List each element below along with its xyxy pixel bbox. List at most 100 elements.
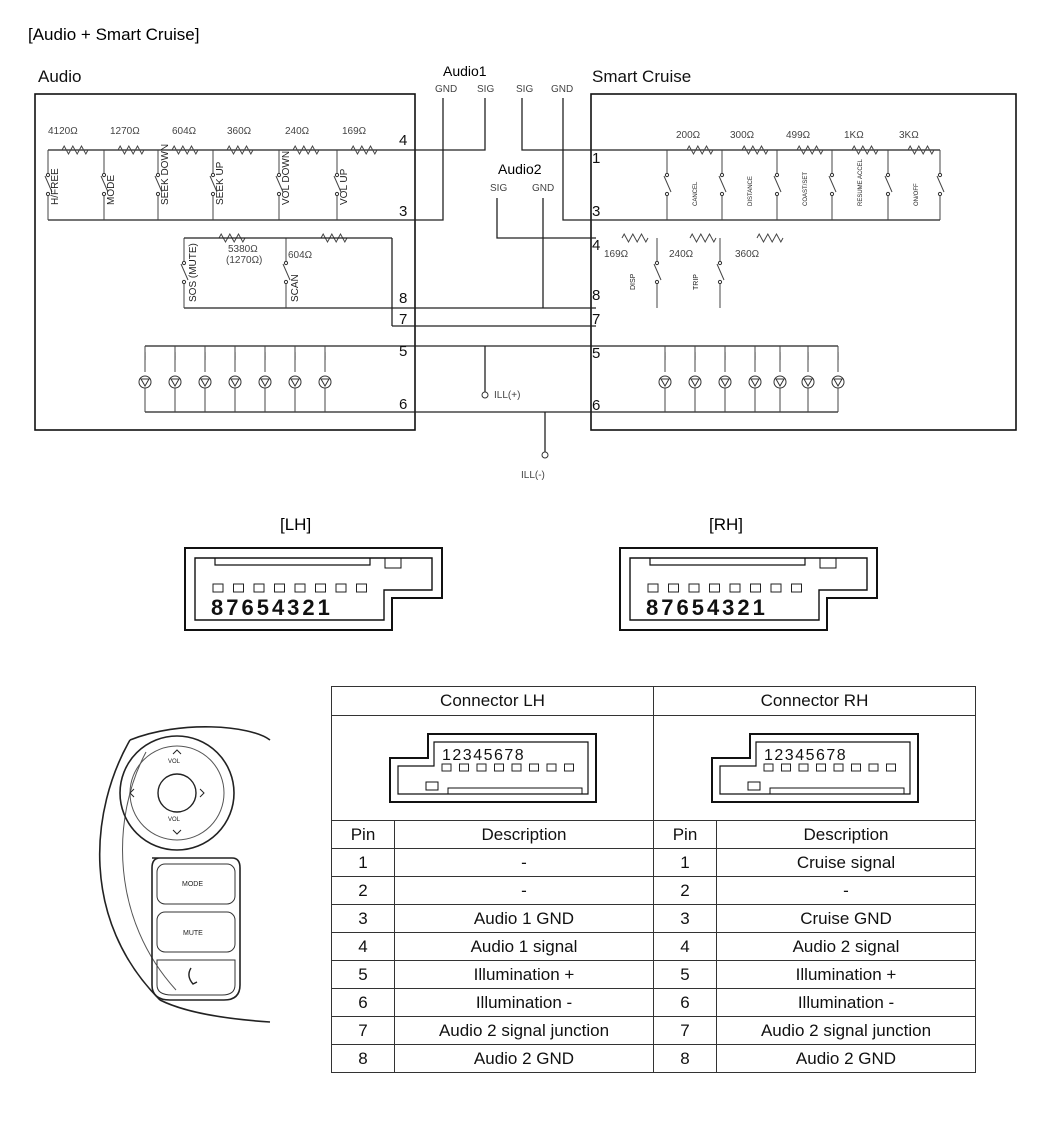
lh-connector-diagram-cell: 12345678 — [331, 715, 654, 821]
sc-sig-label: SIG — [516, 84, 533, 95]
smart-cruise-box-title: Smart Cruise — [592, 67, 691, 86]
pin-number: 5 — [399, 343, 407, 360]
resistor-icon — [350, 144, 378, 156]
switch-label: CANCEL — [693, 181, 699, 206]
rh-desc: Illumination + — [716, 960, 976, 989]
mode-button[interactable] — [156, 863, 236, 905]
audio2-sig-wire — [496, 198, 596, 239]
chevron-down-icon[interactable] — [172, 829, 182, 835]
sc-sig-wire — [521, 98, 596, 151]
pin-cavity — [274, 583, 285, 593]
resistor-value: 360Ω — [227, 126, 252, 137]
switch-label: SOS (MUTE) — [188, 243, 199, 302]
lh-pin: 4 — [331, 932, 395, 961]
lh-connector-label: [LH] — [280, 515, 311, 534]
audio-box-title: Audio — [38, 67, 81, 86]
pin-cavity — [647, 583, 659, 593]
resistor-icon — [907, 144, 935, 156]
lh-connector: 87654321 — [184, 547, 443, 631]
pin-cavity — [493, 763, 504, 772]
pin-cavity — [528, 763, 539, 772]
pin-cavity — [750, 583, 761, 593]
pin-cavity — [458, 763, 469, 772]
rh-pin: 7 — [653, 1016, 717, 1045]
resistor-icon — [61, 144, 89, 156]
switch-label: SEEK DOWN — [160, 144, 171, 205]
switch-label: RESUME ACCEL — [858, 158, 864, 206]
resistor-value: 240Ω — [669, 249, 694, 260]
lh-desc: - — [394, 848, 654, 877]
audio1-sig-wire — [410, 98, 486, 151]
rh-desc: Cruise signal — [716, 848, 976, 877]
lh-connector-small: 12345678 — [388, 733, 597, 803]
pin-cavity — [511, 763, 521, 772]
switch-label: VOL UP — [339, 168, 350, 205]
lh-pin: 6 — [331, 988, 395, 1017]
resistor-icon — [226, 144, 254, 156]
pin-cavity — [791, 583, 802, 593]
pin-cavity — [563, 763, 574, 772]
pin-cavity — [546, 763, 556, 772]
pin-cavity — [763, 763, 773, 772]
col-header-pin-lh: Pin — [331, 820, 395, 849]
pin-cavity — [780, 763, 791, 772]
audio2-label: Audio2 — [498, 161, 542, 177]
resistor-value: 1270Ω — [110, 126, 140, 137]
resistor-value: 604Ω — [288, 250, 313, 261]
resistor-value: 169Ω — [604, 249, 629, 260]
sc-gnd-label: GND — [551, 84, 573, 95]
resistor-value: 240Ω — [285, 126, 310, 137]
phone-icon — [188, 967, 198, 985]
rh-desc: Cruise GND — [716, 904, 976, 933]
audio1-gnd-wire — [410, 98, 444, 221]
resistor-value: 169Ω — [342, 126, 367, 137]
resistor-icon — [689, 232, 717, 244]
pin-cavity — [815, 763, 826, 772]
lh-desc: Audio 1 GND — [394, 904, 654, 933]
pin-cavity — [212, 583, 224, 593]
col-header-desc-rh: Description — [716, 820, 976, 849]
wiring-schematic: [Audio + Smart Cruise] Audio Smart Cruis… — [28, 25, 1017, 481]
table-row: 2-2- — [331, 876, 976, 905]
chevron-left-icon[interactable] — [129, 788, 135, 798]
rh-desc: Illumination - — [716, 988, 976, 1017]
col-header-desc-lh: Description — [394, 820, 654, 849]
mute-button[interactable] — [156, 911, 236, 953]
chevron-up-icon[interactable] — [172, 749, 182, 755]
rh-pin: 3 — [653, 904, 717, 933]
lh-small-pins: 12345678 — [442, 747, 525, 764]
rh-small-pins: 12345678 — [764, 747, 847, 764]
resistor-value: 499Ω — [786, 130, 811, 141]
lh-pin: 7 — [331, 1016, 395, 1045]
rh-pin: 6 — [653, 988, 717, 1017]
lh-desc: - — [394, 876, 654, 905]
pin-number: 6 — [592, 397, 600, 414]
pin-number: 4 — [592, 237, 600, 254]
resistor-value: 604Ω — [172, 126, 197, 137]
chevron-right-icon[interactable] — [199, 788, 205, 798]
pin-number: 8 — [399, 290, 407, 307]
pin-number: 4 — [399, 132, 407, 149]
pin-cavity — [315, 583, 326, 593]
resistor-value: 3KΩ — [899, 130, 919, 141]
audio2-sig-label: SIG — [490, 183, 507, 194]
phone-button[interactable] — [156, 959, 236, 996]
header-connector-rh: Connector RH — [653, 686, 976, 716]
lh-desc: Illumination - — [394, 988, 654, 1017]
rh-connector-pins: 87654321 — [646, 595, 768, 620]
switch-label: H/FREE — [50, 168, 61, 205]
pin-cavity — [233, 583, 244, 593]
resistor-icon — [796, 144, 824, 156]
resistor-value: 300Ω — [730, 130, 755, 141]
dpad-center-button[interactable] — [157, 773, 197, 813]
resistor-icon — [171, 144, 199, 156]
dpad-outer-ring — [119, 735, 235, 851]
pin-cavity — [868, 763, 878, 772]
switch-label: COAST/SET — [803, 172, 809, 206]
pin-cavity — [770, 583, 782, 593]
